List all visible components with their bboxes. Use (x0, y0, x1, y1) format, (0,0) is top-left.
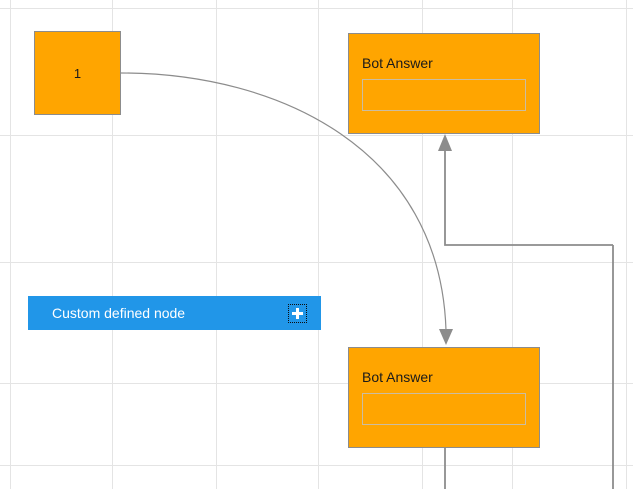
bot-answer-content-slot-top[interactable] (362, 79, 526, 111)
custom-defined-node-button[interactable]: Custom defined node (28, 296, 321, 330)
custom-defined-node-label: Custom defined node (52, 305, 186, 321)
edge-start-to-bot-answer-bottom[interactable] (120, 72, 453, 345)
bot-answer-title-top: Bot Answer (362, 55, 433, 71)
bot-answer-content-slot-bottom[interactable] (362, 393, 526, 425)
bot-answer-title-bottom: Bot Answer (362, 369, 433, 385)
plus-icon[interactable] (288, 303, 307, 323)
arrowhead-up-icon (438, 134, 452, 151)
arrowhead-down-icon (439, 329, 453, 345)
edge-loop-to-bot-answer-top[interactable] (438, 134, 613, 246)
start-node-label: 1 (73, 65, 82, 81)
start-node[interactable]: 1 (34, 31, 121, 115)
bot-answer-node-top[interactable]: Bot Answer (348, 33, 540, 134)
bot-answer-node-bottom[interactable]: Bot Answer (348, 347, 540, 448)
